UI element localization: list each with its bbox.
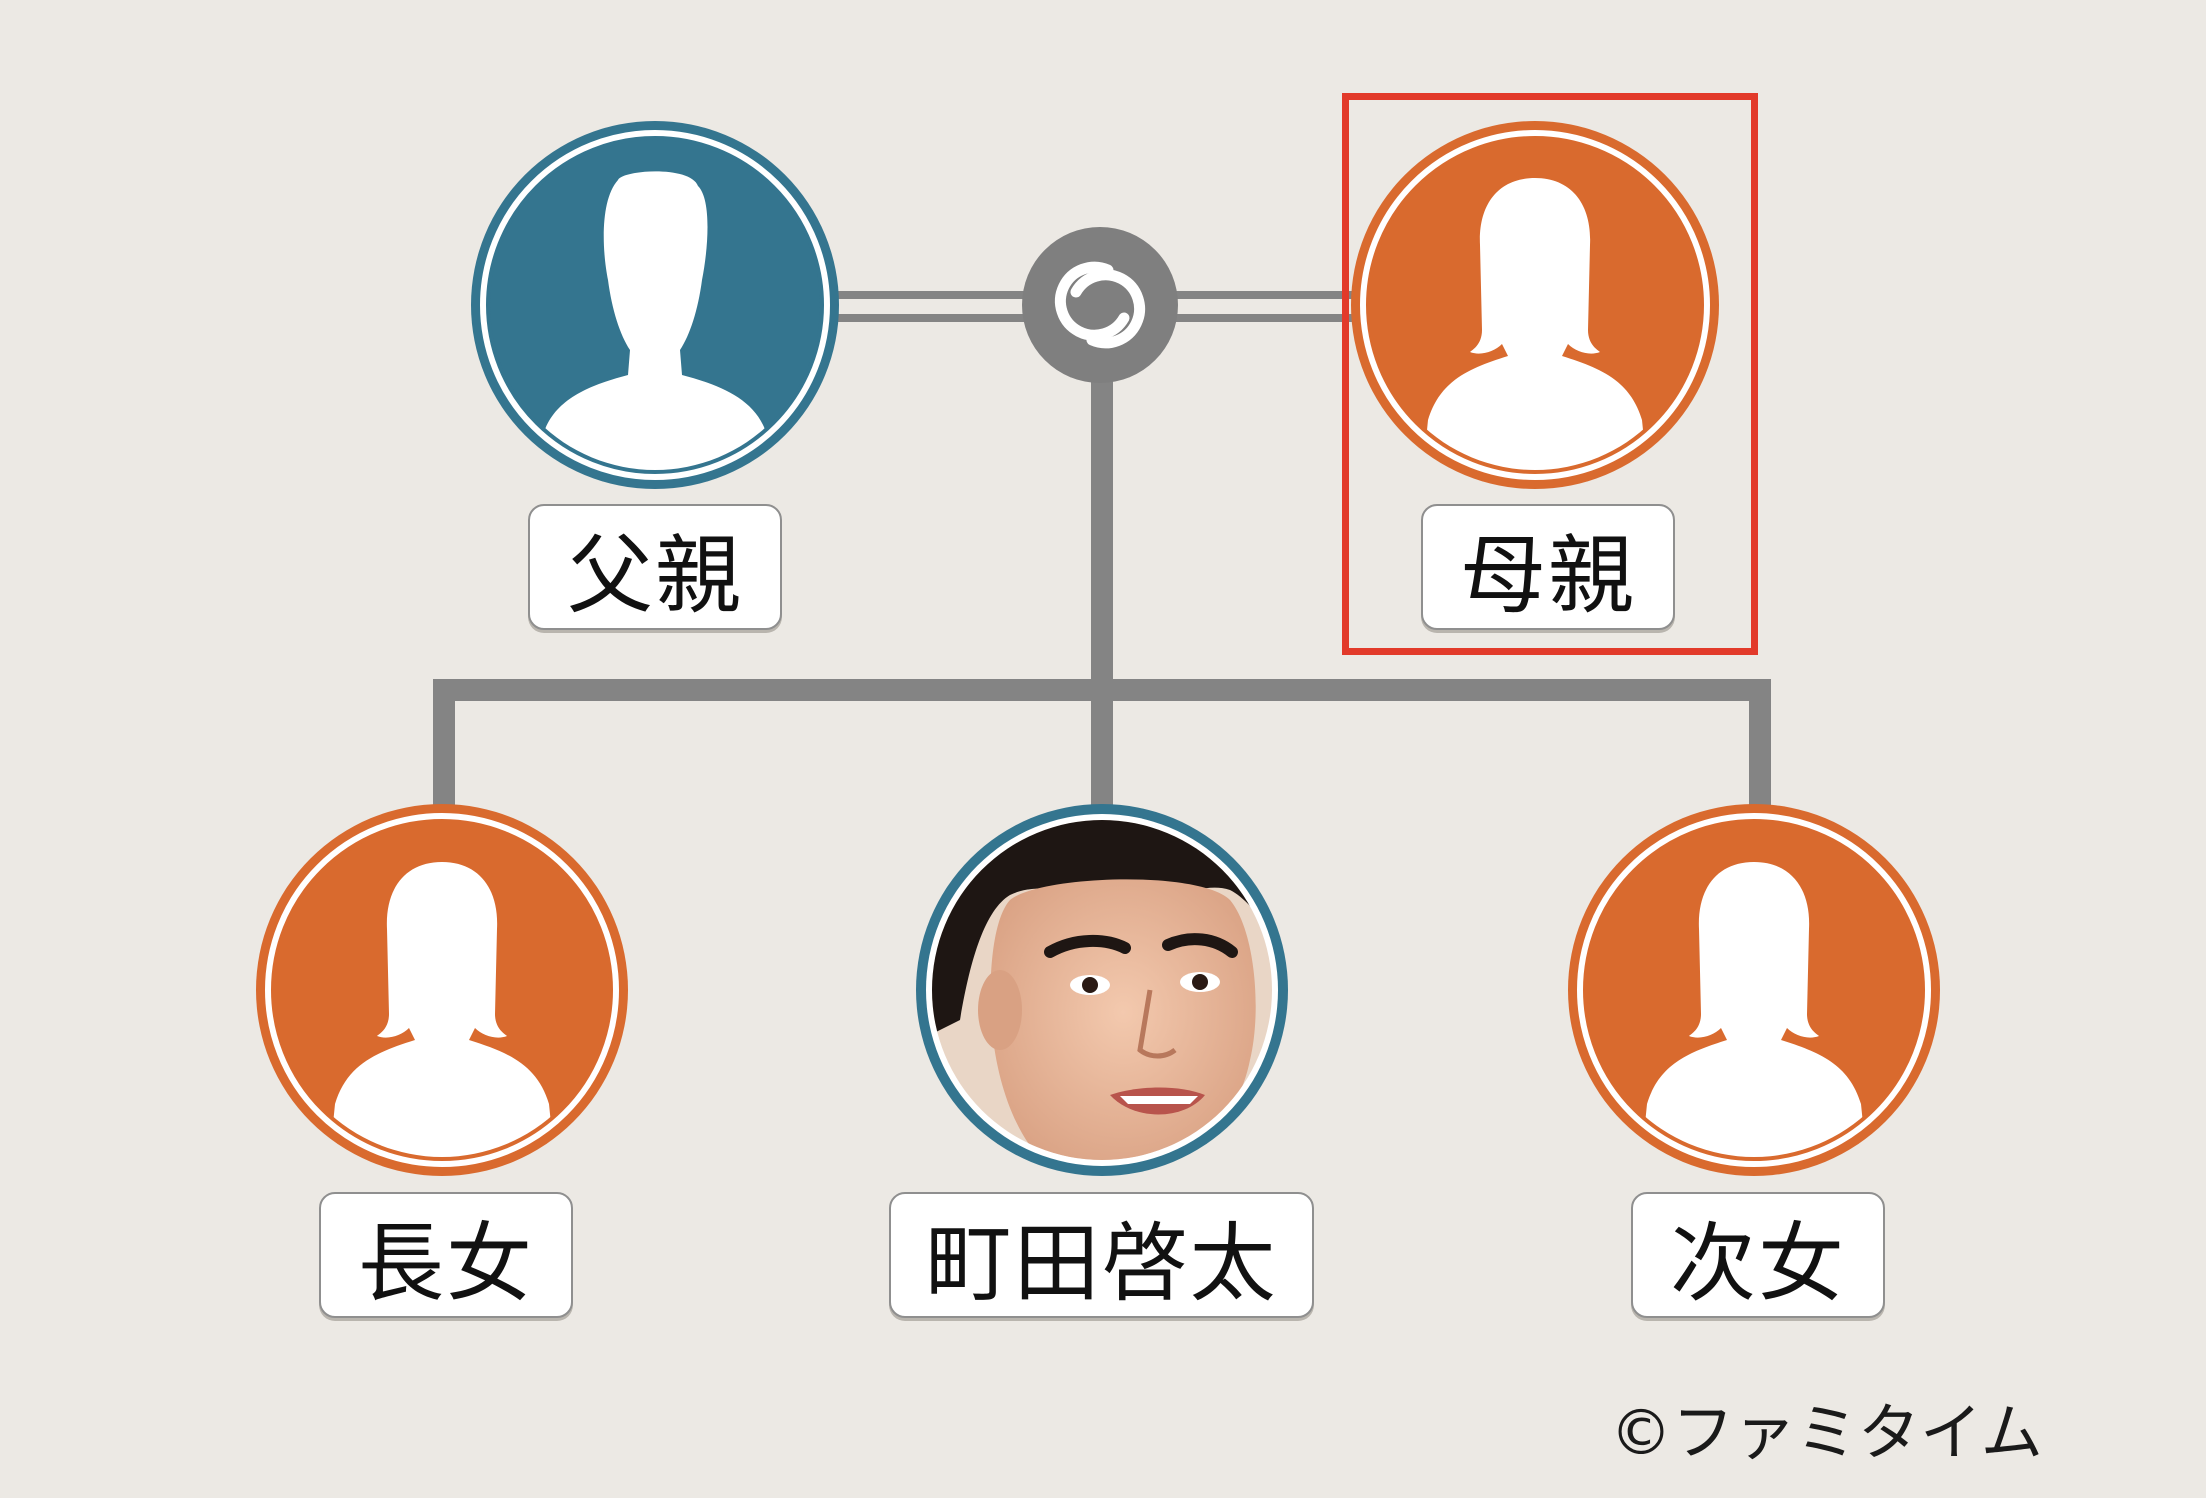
mother-avatar <box>1351 121 1719 489</box>
eldest-daughter-label: 長女 <box>319 1192 573 1318</box>
marriage-node <box>1022 227 1178 383</box>
mother-label: 母親 <box>1421 504 1675 630</box>
female-silhouette-icon <box>325 862 559 1157</box>
self-label: 町田啓太 <box>889 1192 1314 1318</box>
mother-highlight-box <box>1342 93 1758 655</box>
rings-icon <box>1054 261 1146 349</box>
connector-lines <box>433 291 1771 815</box>
portrait-photo <box>932 820 1272 1160</box>
eldest-daughter-avatar <box>256 804 628 1176</box>
copyright-text: ©ファミタイム <box>1610 1396 2043 1469</box>
female-silhouette-icon <box>1418 178 1652 470</box>
second-daughter-avatar <box>1568 804 1940 1176</box>
male-silhouette-icon <box>530 171 780 470</box>
father-avatar <box>471 121 839 489</box>
female-silhouette-icon <box>1637 862 1871 1157</box>
father-label: 父親 <box>528 504 782 630</box>
second-daughter-label: 次女 <box>1631 1192 1885 1318</box>
self-avatar <box>916 804 1288 1176</box>
